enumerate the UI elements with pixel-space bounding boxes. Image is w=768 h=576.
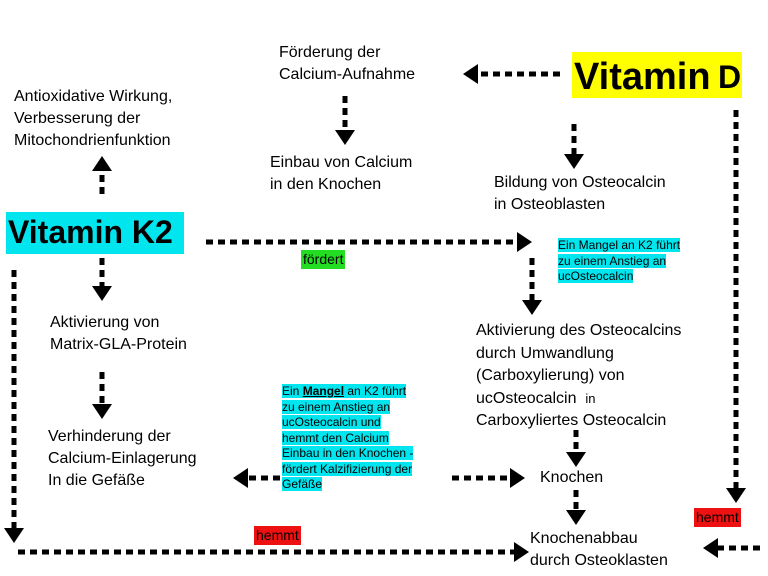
node-antioxidativ: Antioxidative Wirkung, Verbesserung der …: [14, 88, 173, 149]
vitamin-d-letter: D: [718, 59, 742, 95]
node-osteocalcin-bildung: Bildung von Osteocalcin in Osteoblasten: [494, 174, 666, 213]
vitamin-k2-label: Vitamin K2: [8, 214, 173, 250]
node-calcium-aufnahme: Förderung der Calcium-Aufnahme: [279, 44, 416, 83]
node-knochenabbau: Knochenabbau durch Osteoklasten: [530, 530, 668, 569]
vitamin-d-label: Vitamin: [574, 56, 711, 98]
tag-hemmt-left: hemmt: [254, 526, 301, 545]
node-osteocalcin-aktivierung: Aktivierung des Osteocalcins durch Umwan…: [476, 322, 682, 429]
note-mangel-lower: Ein Mangel an K2 führt zu einem Anstieg …: [282, 384, 414, 491]
tag-foerdert: fördert: [301, 250, 346, 269]
node-mgp-aktivierung: Aktivierung von Matrix-GLA-Protein: [50, 314, 187, 353]
vitamin-k2-box: Vitamin K2: [6, 212, 184, 254]
node-knochen: Knochen: [540, 469, 604, 486]
node-verhinderung: Verhinderung der Calcium-Einlagerung In …: [48, 428, 197, 489]
vitamin-d-box: Vitamin D: [572, 52, 742, 98]
node-einbau-calcium: Einbau von Calcium in den Knochen: [270, 154, 413, 193]
note-mangel-upper: Ein Mangel an K2 führt zu einem Anstieg …: [558, 238, 681, 283]
tag-hemmt-right: hemmt: [694, 508, 741, 527]
